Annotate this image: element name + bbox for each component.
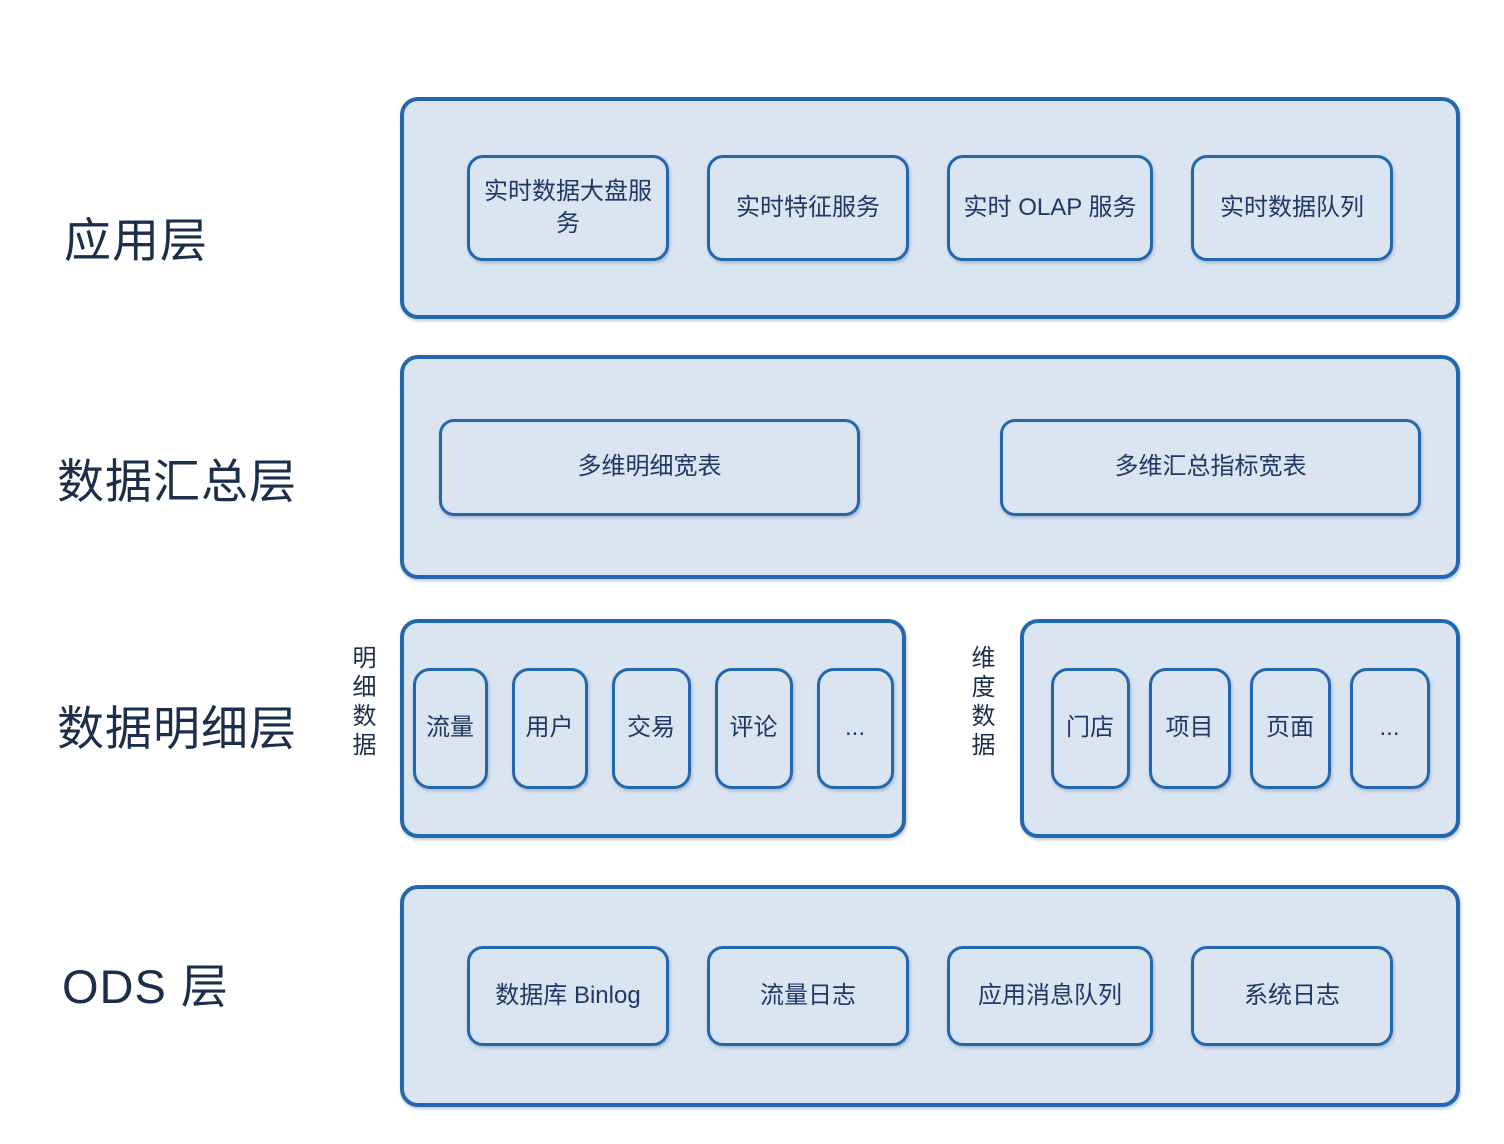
layer-label-detail: 数据明细层 — [57, 702, 297, 755]
box-realtime-olap-service: 实时 OLAP 服务 — [947, 155, 1153, 261]
container-dimension-data-group: 门店 项目 页面 ... — [1020, 619, 1460, 838]
container-detail-data-group: 流量 用户 交易 评论 ... — [400, 619, 906, 838]
layer-label-ods: ODS 层 — [62, 960, 229, 1013]
side-label-dimension-data: 维度数据 — [967, 645, 994, 761]
box-project: 项目 — [1148, 668, 1231, 789]
box-app-message-queue: 应用消息队列 — [947, 946, 1153, 1046]
box-system-log: 系统日志 — [1191, 946, 1393, 1046]
box-traffic: 流量 — [412, 668, 488, 789]
box-realtime-feature-service: 实时特征服务 — [707, 155, 909, 261]
box-detail-more: ... — [816, 668, 894, 789]
box-multidim-detail-wide-table: 多维明细宽表 — [439, 418, 860, 516]
box-dimension-more: ... — [1349, 668, 1430, 789]
box-transaction: 交易 — [611, 668, 691, 789]
layer-label-application: 应用层 — [64, 214, 208, 267]
container-summary-layer: 多维明细宽表 多维汇总指标宽表 — [400, 355, 1460, 579]
box-multidim-summary-metric-wide-table: 多维汇总指标宽表 — [1000, 418, 1421, 516]
container-ods-layer: 数据库 Binlog 流量日志 应用消息队列 系统日志 — [400, 885, 1460, 1107]
box-store: 门店 — [1050, 668, 1130, 789]
side-label-detail-data: 明细数据 — [348, 645, 375, 761]
container-application-layer: 实时数据大盘服务 实时特征服务 实时 OLAP 服务 实时数据队列 — [400, 97, 1460, 319]
box-traffic-log: 流量日志 — [707, 946, 909, 1046]
box-page: 页面 — [1249, 668, 1331, 789]
box-comment: 评论 — [714, 668, 793, 789]
box-user: 用户 — [511, 668, 588, 789]
box-realtime-dashboard-service: 实时数据大盘服务 — [467, 155, 669, 261]
box-database-binlog: 数据库 Binlog — [467, 946, 669, 1046]
box-realtime-data-queue: 实时数据队列 — [1191, 155, 1393, 261]
layer-label-summary: 数据汇总层 — [57, 455, 297, 508]
